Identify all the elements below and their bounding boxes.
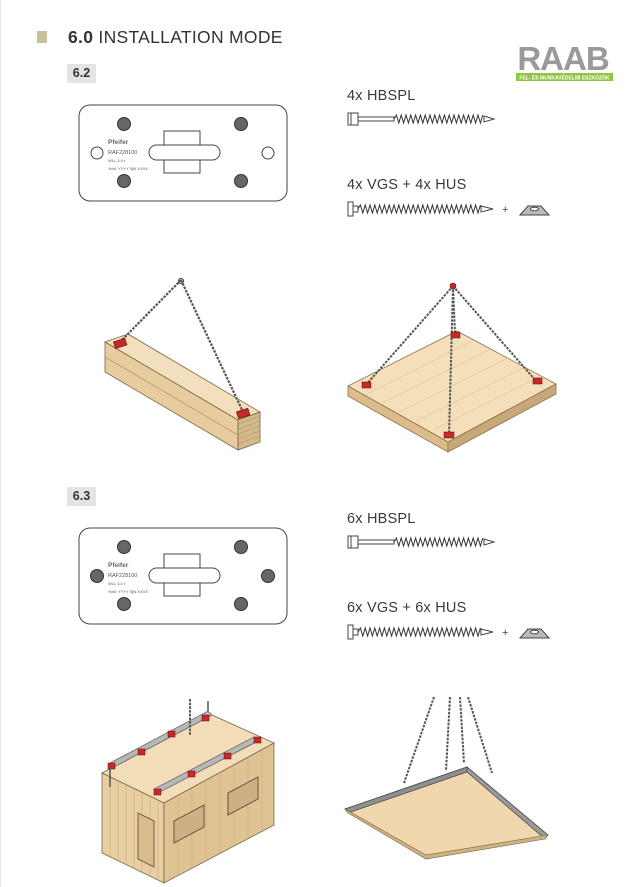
panel-hanging-illustration xyxy=(344,697,549,860)
screw-label-vgs-4: 4x VGS + 4x HUS xyxy=(347,177,467,193)
plate-serial: YoM: YYYY SjN XXXX xyxy=(108,166,148,171)
screw-thread xyxy=(357,626,481,638)
section-tag-6-3: 6.3 xyxy=(67,487,96,506)
screw-label-vgs-6: 6x VGS + 6x HUS xyxy=(347,600,467,616)
section-title: INSTALLATION MODE xyxy=(98,27,283,47)
plate-brand: Pfeifer xyxy=(108,562,129,569)
vgs-screw-with-washer-icon: + xyxy=(347,624,551,640)
lifting-plate-4-holes: Pfeifer RAF228100 WLL 3,4 t YoM: YYYY Sj… xyxy=(78,104,288,202)
screw-thread xyxy=(393,536,484,548)
plate-model: RAF228100 xyxy=(108,573,137,579)
section-number: 6.0 xyxy=(68,27,94,47)
hbspl-screw-icon xyxy=(347,112,496,126)
raab-logo: RAAB FEL- ÉS MUNKAVÉDELMI ESZKÖZÖK xyxy=(516,40,613,81)
title-marker xyxy=(37,31,47,43)
plate-wll: WLL 3,4 t xyxy=(108,581,126,586)
plate-serial: YoM: YYYY SjN XXXX xyxy=(108,589,148,594)
plus-sign: + xyxy=(502,627,508,639)
logo-tagline: FEL- ÉS MUNKAVÉDELMI ESZKÖZÖK xyxy=(519,73,610,81)
logo-text: RAAB xyxy=(517,40,608,77)
hbspl-screw-icon xyxy=(347,535,496,549)
page-title: 6.0 INSTALLATION MODE xyxy=(68,27,283,48)
screw-thread xyxy=(357,203,481,215)
page-edge xyxy=(0,0,1,887)
screw-label-hbspl-6: 6x HBSPL xyxy=(347,511,416,527)
beam-lifting-illustration xyxy=(104,277,261,451)
section-tag-6-2: 6.2 xyxy=(67,64,96,83)
vgs-screw-with-washer-icon: + xyxy=(347,201,551,217)
plate-model: RAF228100 xyxy=(108,150,137,156)
lifting-plate-6-holes: Pfeifer RAF228100 WLL 3,4 t YoM: YYYY Sj… xyxy=(78,527,288,625)
plate-brand: Pfeifer xyxy=(108,139,129,146)
plate-wll: WLL 3,4 t xyxy=(108,158,126,163)
plus-sign: + xyxy=(502,204,508,216)
module-lifting-illustration xyxy=(101,699,275,884)
screw-thread xyxy=(393,113,484,125)
screw-label-hbspl-4: 4x HBSPL xyxy=(347,88,416,104)
panel-lifting-illustration xyxy=(347,282,557,453)
